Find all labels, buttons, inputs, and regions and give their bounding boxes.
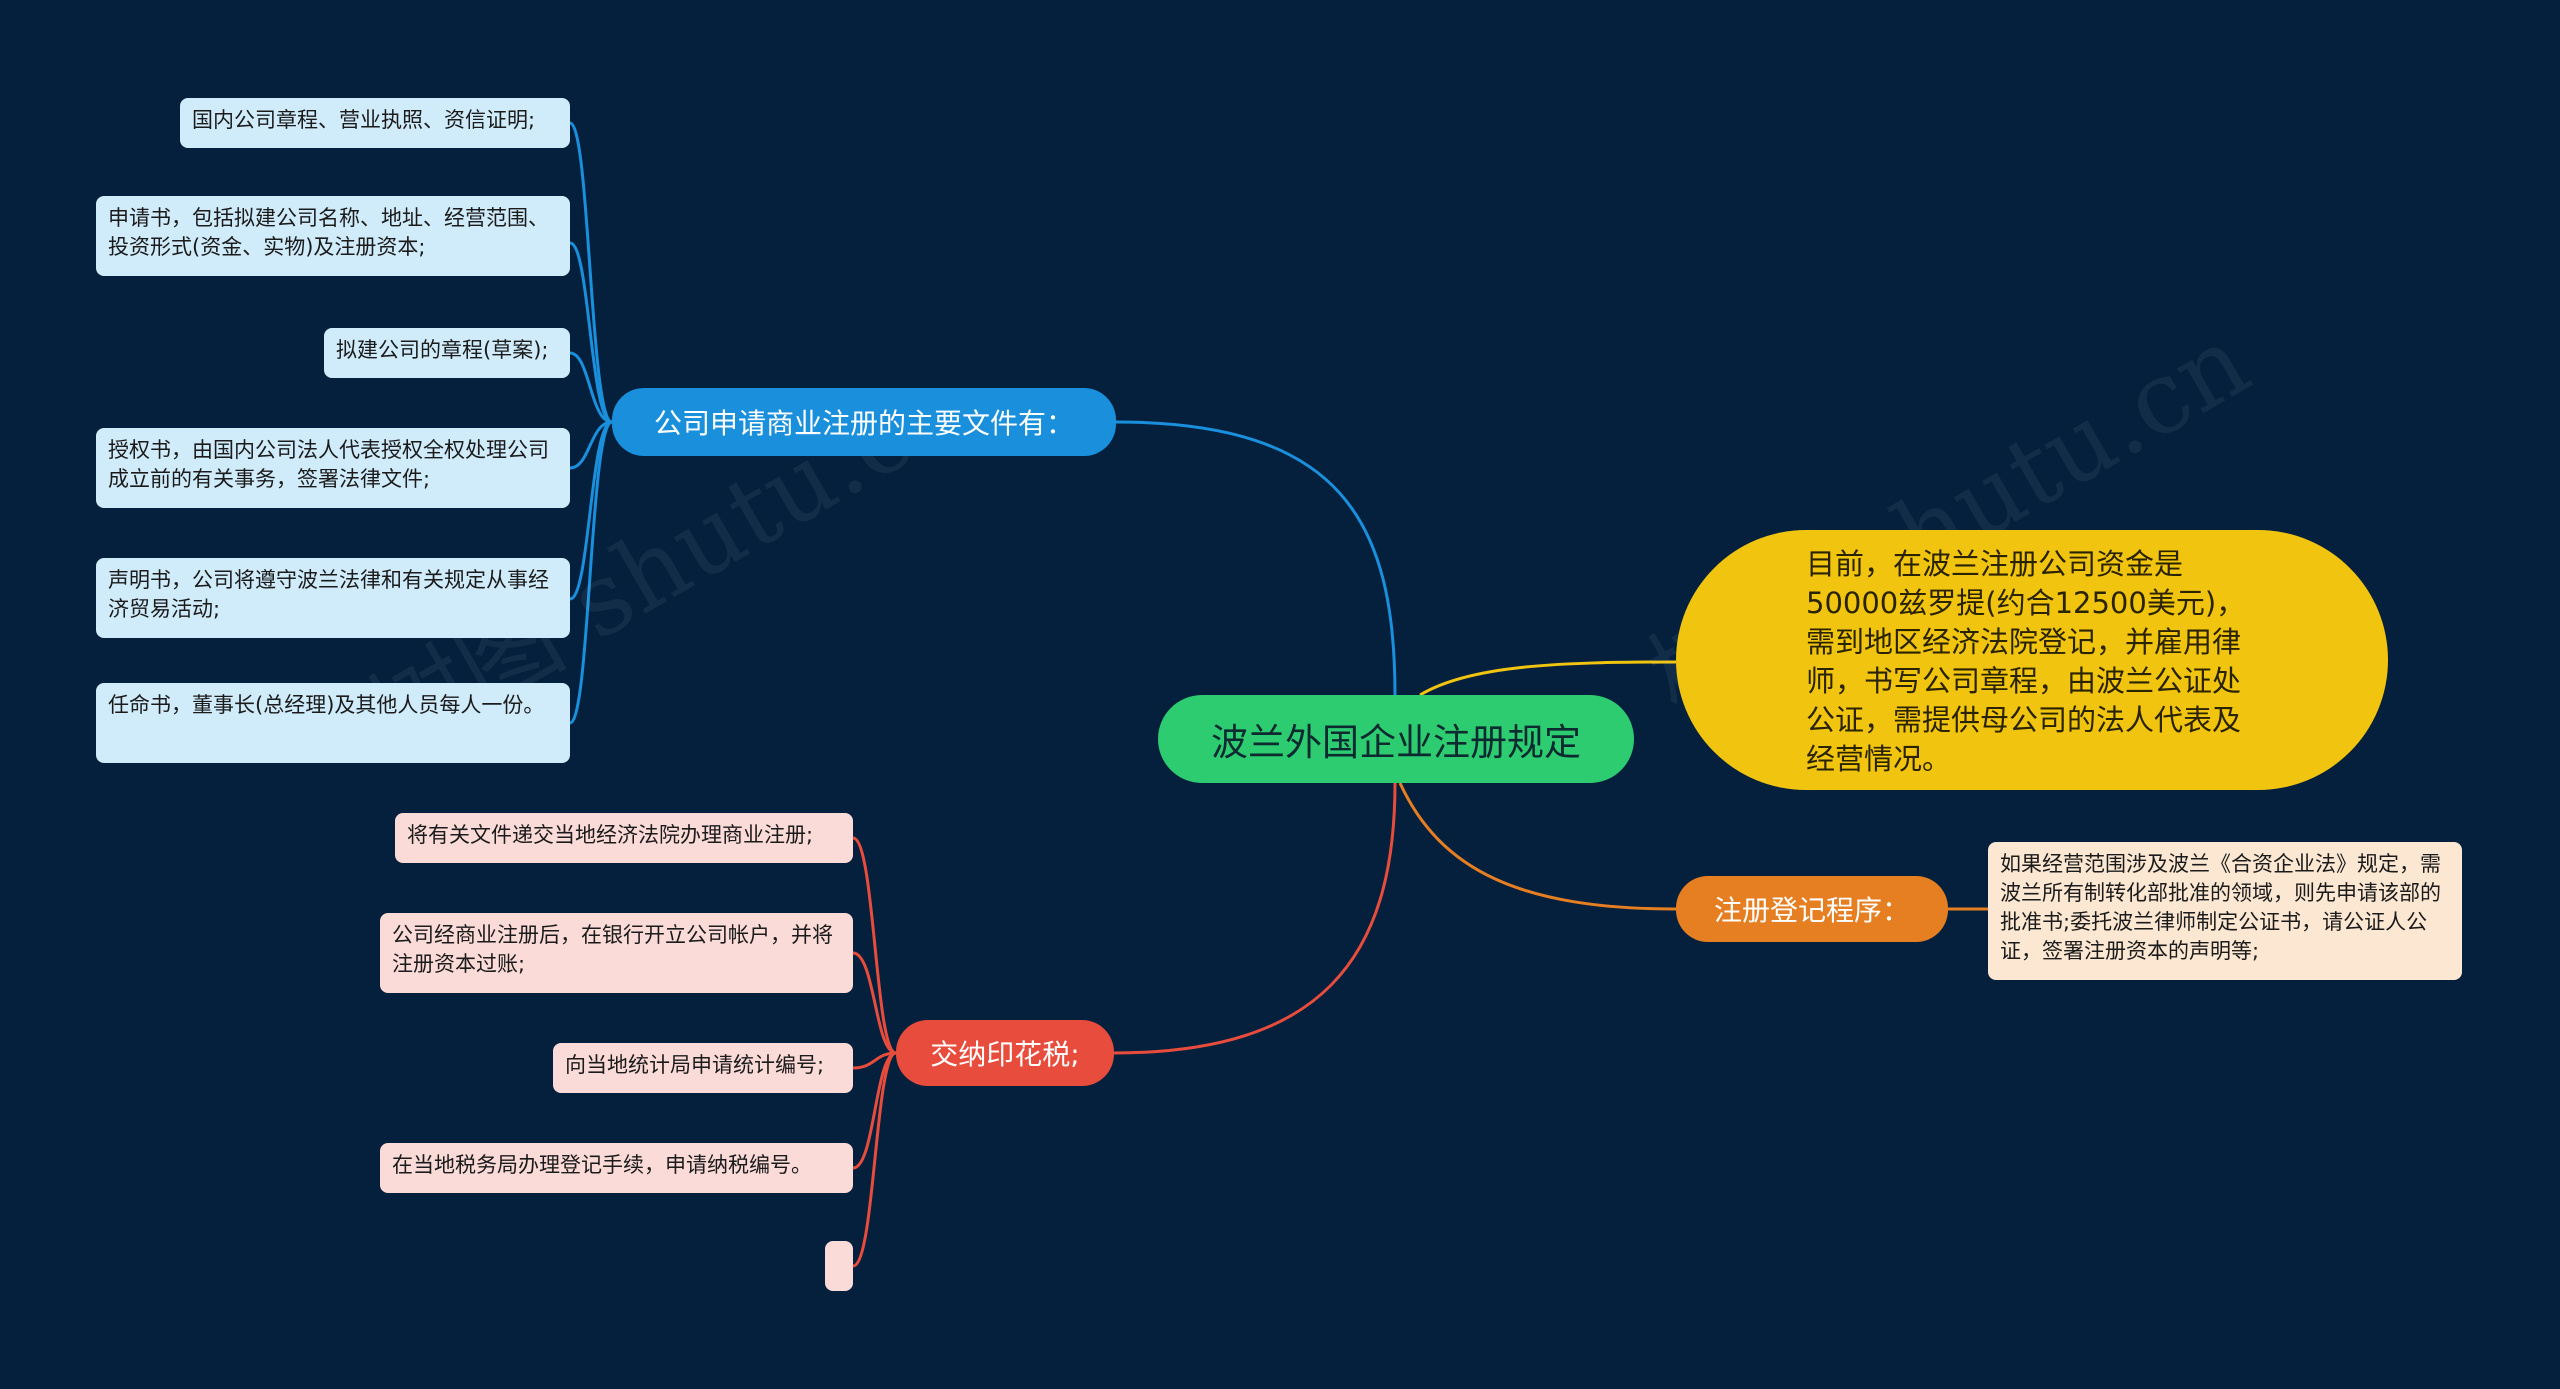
- root-topic[interactable]: 波兰外国企业注册规定: [1158, 695, 1634, 783]
- stamp-tax-leaf-empty[interactable]: [825, 1241, 853, 1291]
- documents-leaf[interactable]: 申请书，包括拟建公司名称、地址、经营范围、投资形式(资金、实物)及注册资本;: [96, 196, 570, 276]
- link-root-documents: [1115, 420, 1397, 696]
- stamp-tax-leaf[interactable]: 在当地税务局办理登记手续，申请纳税编号。: [380, 1143, 853, 1193]
- link-root-procedure: [1398, 782, 1677, 911]
- documents-leaf[interactable]: 任命书，董事长(总经理)及其他人员每人一份。: [96, 683, 570, 763]
- stamp-tax-leaf[interactable]: 将有关文件递交当地经济法院办理商业注册;: [395, 813, 853, 863]
- documents-leaf[interactable]: 国内公司章程、营业执照、资信证明;: [180, 98, 570, 148]
- branch-capital[interactable]: 目前，在波兰注册公司资金是50000兹罗提(约合12500美元)，需到地区经济法…: [1676, 530, 2388, 790]
- procedure-leaf[interactable]: 如果经营范围涉及波兰《合资企业法》规定，需波兰所有制转化部批准的领域，则先申请该…: [1988, 842, 2462, 980]
- branch-documents[interactable]: 公司申请商业注册的主要文件有：: [612, 388, 1116, 456]
- documents-leaf-links: [568, 121, 613, 725]
- link-root-capital: [1419, 660, 1677, 697]
- branch-stamp-tax[interactable]: 交纳印花税;: [896, 1020, 1114, 1086]
- link-root-stamp-tax: [1113, 782, 1397, 1055]
- stamp-tax-leaf[interactable]: 公司经商业注册后，在银行开立公司帐户，并将注册资本过账;: [380, 913, 853, 993]
- stamp-tax-leaf[interactable]: 向当地统计局申请统计编号;: [553, 1043, 853, 1093]
- stamp-tax-leaf-links: [852, 836, 897, 1268]
- branch-procedure[interactable]: 注册登记程序：: [1676, 876, 1948, 942]
- documents-leaf[interactable]: 拟建公司的章程(草案);: [324, 328, 570, 378]
- documents-leaf[interactable]: 授权书，由国内公司法人代表授权全权处理公司成立前的有关事务，签署法律文件;: [96, 428, 570, 508]
- documents-leaf[interactable]: 声明书，公司将遵守波兰法律和有关规定从事经济贸易活动;: [96, 558, 570, 638]
